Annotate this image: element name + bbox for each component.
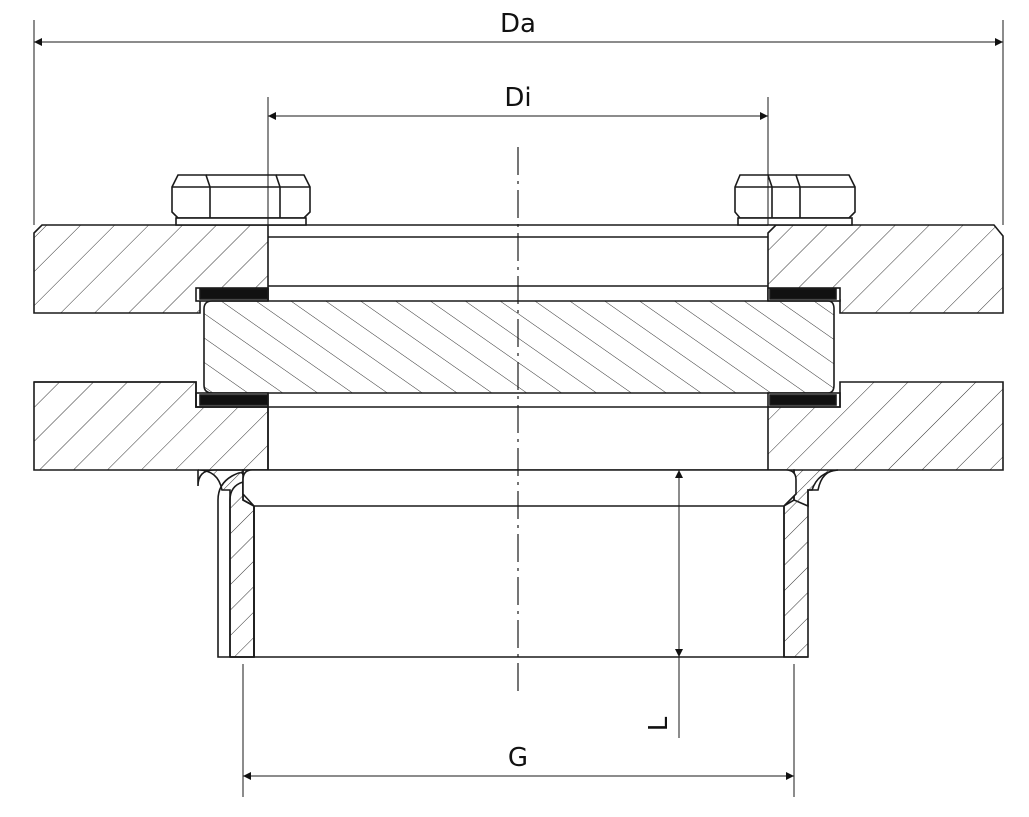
label-di: Di — [504, 83, 531, 113]
hex-nut-right — [734, 174, 856, 226]
label-g: G — [508, 743, 528, 773]
pipe-socket — [230, 469, 808, 658]
dimension-di — [267, 97, 769, 225]
dimension-g — [242, 664, 795, 797]
label-da: Da — [500, 9, 536, 39]
gasket-upper-right — [767, 287, 841, 302]
gasket-upper-left — [195, 287, 269, 302]
dimension-da — [33, 20, 1004, 225]
center-disc — [203, 300, 835, 394]
label-l: L — [644, 716, 674, 731]
bottom-flange-left — [33, 381, 269, 658]
hex-nut-left — [171, 174, 311, 226]
bottom-flange-right — [767, 381, 1004, 658]
gasket-lower-right — [767, 392, 841, 408]
gasket-lower-left — [195, 392, 269, 408]
